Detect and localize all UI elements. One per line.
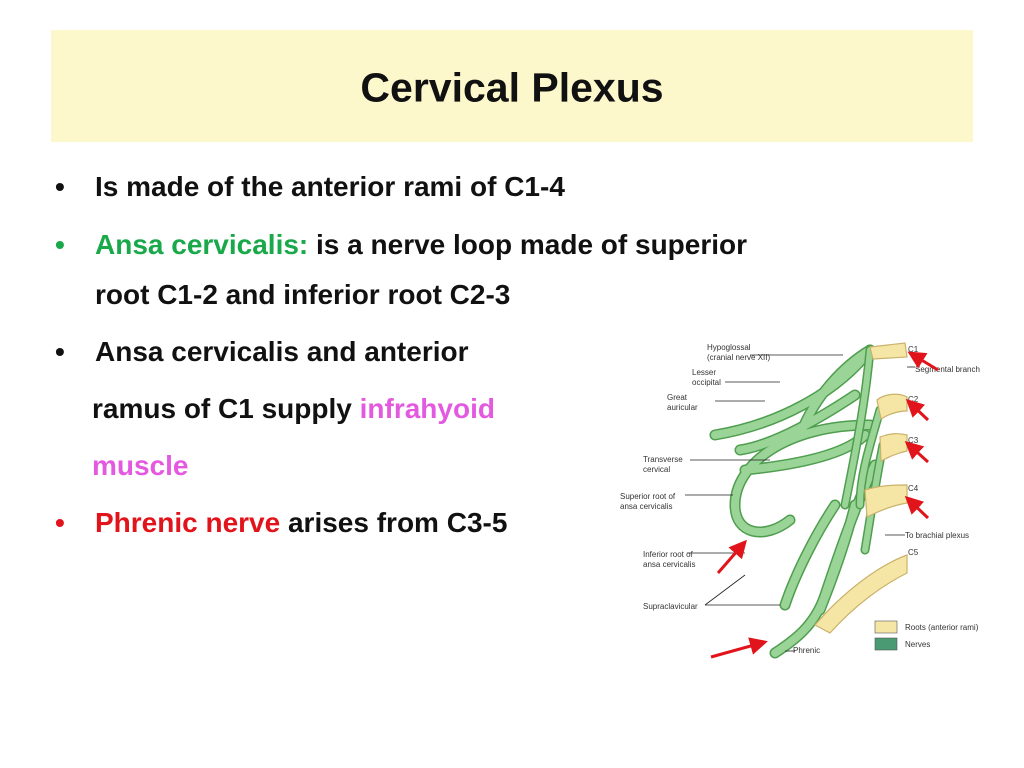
bullet-dot: •: [55, 171, 65, 202]
label-lesser-2: occipital: [692, 378, 721, 387]
arrow-inferior-root: [716, 539, 747, 574]
nerve-group: [709, 344, 888, 659]
bullet-2-line1: Ansa cervicalis: is a nerve loop made of…: [95, 228, 747, 262]
label-phrenic: Phrenic: [793, 646, 820, 655]
label-supraclavicular: Supraclavicular: [643, 602, 698, 611]
label-c3: C3: [908, 436, 919, 445]
label-c4: C4: [908, 484, 919, 493]
label-hypoglossal: Hypoglossal: [707, 343, 751, 352]
title-bar: Cervical Plexus: [51, 30, 973, 142]
root-c5: [814, 554, 908, 634]
label-c5: C5: [908, 548, 919, 557]
diagram-labels: Hypoglossal (cranial nerve XII) Lesser o…: [620, 343, 980, 655]
bullet-4-rest: arises from C3-5: [280, 507, 508, 538]
arrow-group: [710, 351, 939, 659]
legend-swatch-roots: [874, 620, 898, 634]
bullet-dot: •: [55, 336, 65, 367]
infrahyoid-highlight: infrahyoid: [359, 393, 495, 424]
label-great-2: auricular: [667, 403, 698, 412]
label-great-1: Great: [667, 393, 688, 402]
label-lesser-1: Lesser: [692, 368, 716, 377]
arrow-c2: [905, 398, 930, 422]
bullet-3-cont2: muscle: [92, 449, 189, 483]
bullet-4-text: Phrenic nerve arises from C3-5: [95, 506, 507, 540]
bullet-3-line2-plain: ramus of C1 supply: [92, 393, 360, 424]
legend-nerves-label: Nerves: [905, 640, 930, 649]
legend-swatch-nerves: [874, 637, 898, 651]
legend-roots-label: Roots (anterior rami): [905, 623, 979, 632]
label-inf-root-2: ansa cervicalis: [643, 560, 695, 569]
arrow-phrenic: [710, 637, 768, 659]
root-c4: [864, 484, 908, 518]
label-segmental: Segmental branch: [915, 365, 980, 374]
root-c1: [869, 342, 908, 360]
label-sup-root-2: ansa cervicalis: [620, 502, 672, 511]
root-c2: [876, 393, 908, 420]
root-group: [814, 342, 908, 634]
slide-title: Cervical Plexus: [360, 64, 664, 111]
ansa-cervicalis-highlight: Ansa cervicalis:: [95, 229, 309, 260]
bullet-dot: •: [55, 229, 65, 260]
label-sup-root-1: Superior root of: [620, 492, 676, 501]
leader-lines: [685, 354, 915, 652]
bullet-2-line2: root C1-2 and inferior root C2-3: [95, 279, 511, 310]
arrow-c1: [907, 351, 939, 372]
bullet-1-text: Is made of the anterior rami of C1-4: [95, 171, 565, 202]
muscle-highlight: muscle: [92, 450, 189, 481]
bullet-3-line1: Ansa cervicalis and anterior: [95, 336, 469, 367]
root-c3: [879, 433, 908, 462]
bullet-2-rest: is a nerve loop made of superior: [308, 229, 748, 260]
cervical-plexus-diagram: Hypoglossal (cranial nerve XII) Lesser o…: [620, 342, 980, 659]
label-transverse-2: cervical: [643, 465, 670, 474]
arrow-c4: [904, 495, 930, 520]
legend: Roots (anterior rami) Nerves: [874, 620, 979, 651]
bullet-3-cont: ramus of C1 supply infrahyoid: [92, 392, 495, 426]
arrow-c3: [904, 440, 930, 464]
label-inf-root-1: Inferior root of: [643, 550, 694, 559]
label-brachial: To brachial plexus: [905, 531, 969, 540]
label-c1: C1: [908, 345, 919, 354]
label-transverse-1: Transverse: [643, 455, 683, 464]
label-hypoglossal-sub: (cranial nerve XII): [707, 353, 770, 362]
phrenic-nerve-highlight: Phrenic nerve: [95, 507, 281, 538]
bullet-dot: •: [55, 507, 65, 538]
